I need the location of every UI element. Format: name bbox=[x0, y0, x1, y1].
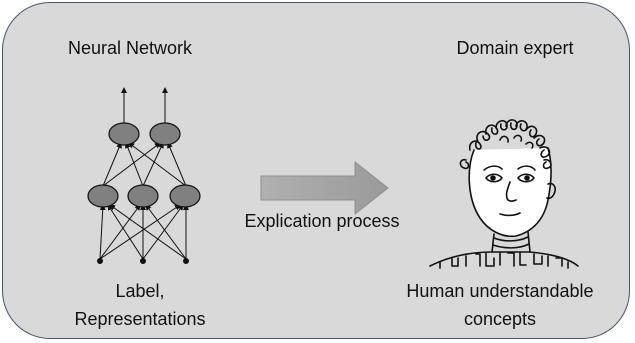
hidden-node bbox=[169, 184, 201, 208]
explication-process-label: Explication process bbox=[244, 211, 400, 231]
input-node bbox=[183, 258, 189, 264]
input-nodes bbox=[97, 258, 189, 264]
neural-network-title: Neural Network bbox=[67, 38, 193, 58]
concepts-caption-line1: Human understandable bbox=[406, 281, 594, 301]
hidden-node bbox=[87, 184, 119, 208]
hidden-output-connections bbox=[102, 142, 187, 187]
output-nodes bbox=[108, 122, 181, 146]
output-node bbox=[108, 122, 140, 146]
domain-expert-title: Domain expert bbox=[456, 38, 574, 58]
hidden-node bbox=[127, 184, 159, 208]
label-caption-line1: Label, bbox=[115, 281, 165, 301]
process-arrow bbox=[260, 160, 389, 216]
domain-expert-icon bbox=[429, 119, 579, 269]
input-node bbox=[140, 258, 146, 264]
concepts-caption-line2: concepts bbox=[463, 309, 537, 329]
input-node bbox=[97, 258, 103, 264]
neural-network-graphic bbox=[99, 87, 189, 260]
hidden-nodes bbox=[87, 184, 201, 208]
label-caption-line2: Representations bbox=[74, 309, 206, 329]
output-arrows bbox=[121, 87, 168, 124]
output-node bbox=[149, 122, 181, 146]
input-hidden-connections bbox=[99, 204, 189, 260]
